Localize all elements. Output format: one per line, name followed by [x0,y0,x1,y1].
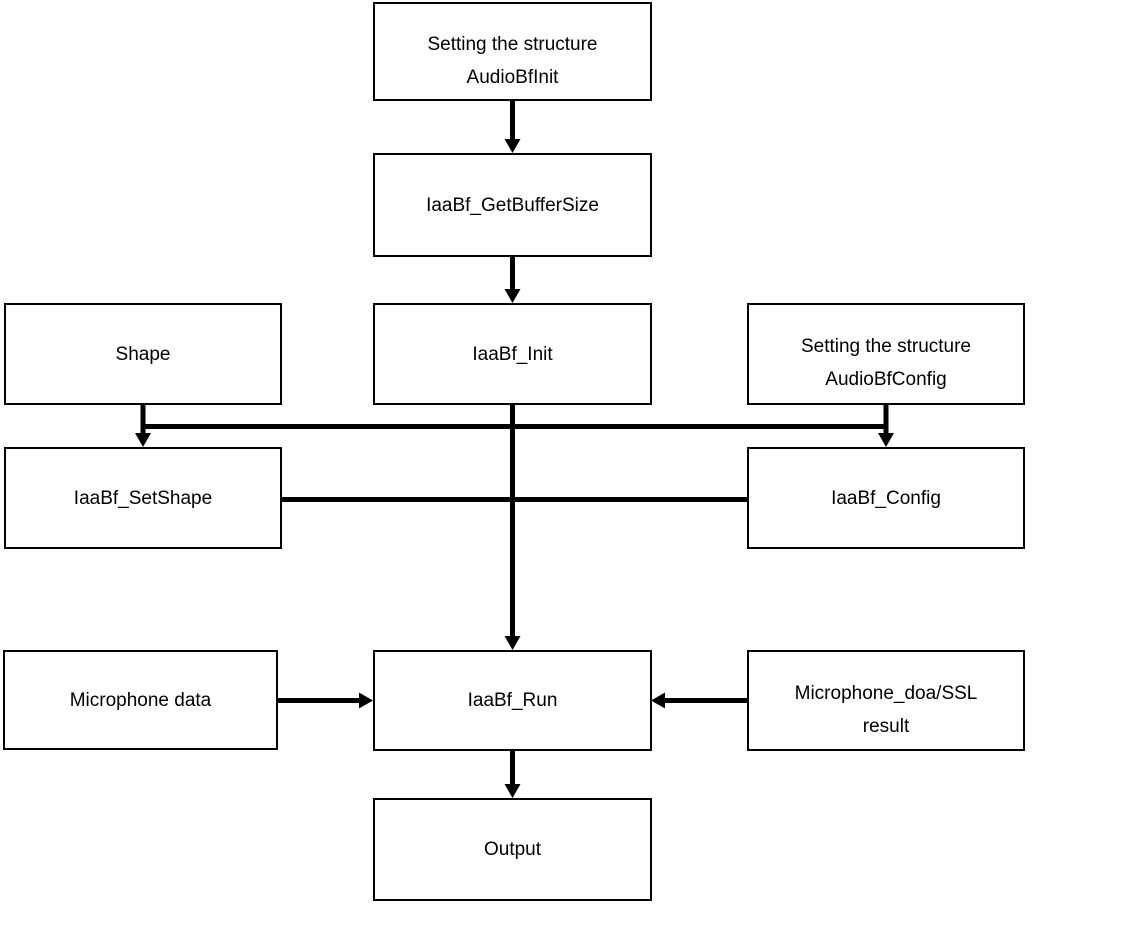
node-output: Output [373,798,652,901]
node-label-line: Shape [115,343,171,365]
node-microphone-data: Microphone data [3,650,278,750]
node-label-line: result [862,715,910,737]
node-iaabf-run: IaaBf_Run [373,650,652,751]
node-label-line: IaaBf_SetShape [73,487,213,509]
edge-audiobfinit-to-getbuffersize [504,101,521,153]
node-iaabf-setshape: IaaBf_SetShape [4,447,282,549]
edge-getbuffersize-to-init [504,256,521,303]
edge-init-to-run [504,404,521,650]
node-microphone-doa-ssl: Microphone_doa/SSL result [747,650,1025,751]
node-setting-audiobfconfig: Setting the structure AudioBfConfig [747,303,1025,405]
node-label-line: AudioBfInit [466,66,559,88]
edge-run-to-output [504,751,521,798]
node-setting-audiobfinit: Setting the structure AudioBfInit [373,2,652,101]
node-label-line: Microphone_doa/SSL [794,682,978,704]
node-label-line: IaaBf_Run [467,690,558,711]
node-label-line: IaaBf_GetBufferSize [426,194,599,216]
node-iaabf-config: IaaBf_Config [747,447,1025,549]
node-label-line: IaaBf_Init [472,343,553,365]
edge-audiobfconfig-to-config [878,404,894,447]
edge-doassl-to-run [651,692,747,709]
node-label-line: Output [483,839,542,860]
edge-shape-to-setshape [135,404,151,447]
node-label-line: Microphone data [69,689,212,711]
node-iaabf-init: IaaBf_Init [373,303,652,405]
node-label-line: AudioBfConfig [825,369,947,390]
edge-microphonedata-to-run [277,692,373,709]
node-iaabf-getbuffersize: IaaBf_GetBufferSize [373,153,652,257]
node-label-line: Setting the structure [800,336,972,357]
node-shape: Shape [4,303,282,405]
node-label-line: Setting the structure [427,33,598,55]
node-label-line: IaaBf_Config [831,487,941,509]
